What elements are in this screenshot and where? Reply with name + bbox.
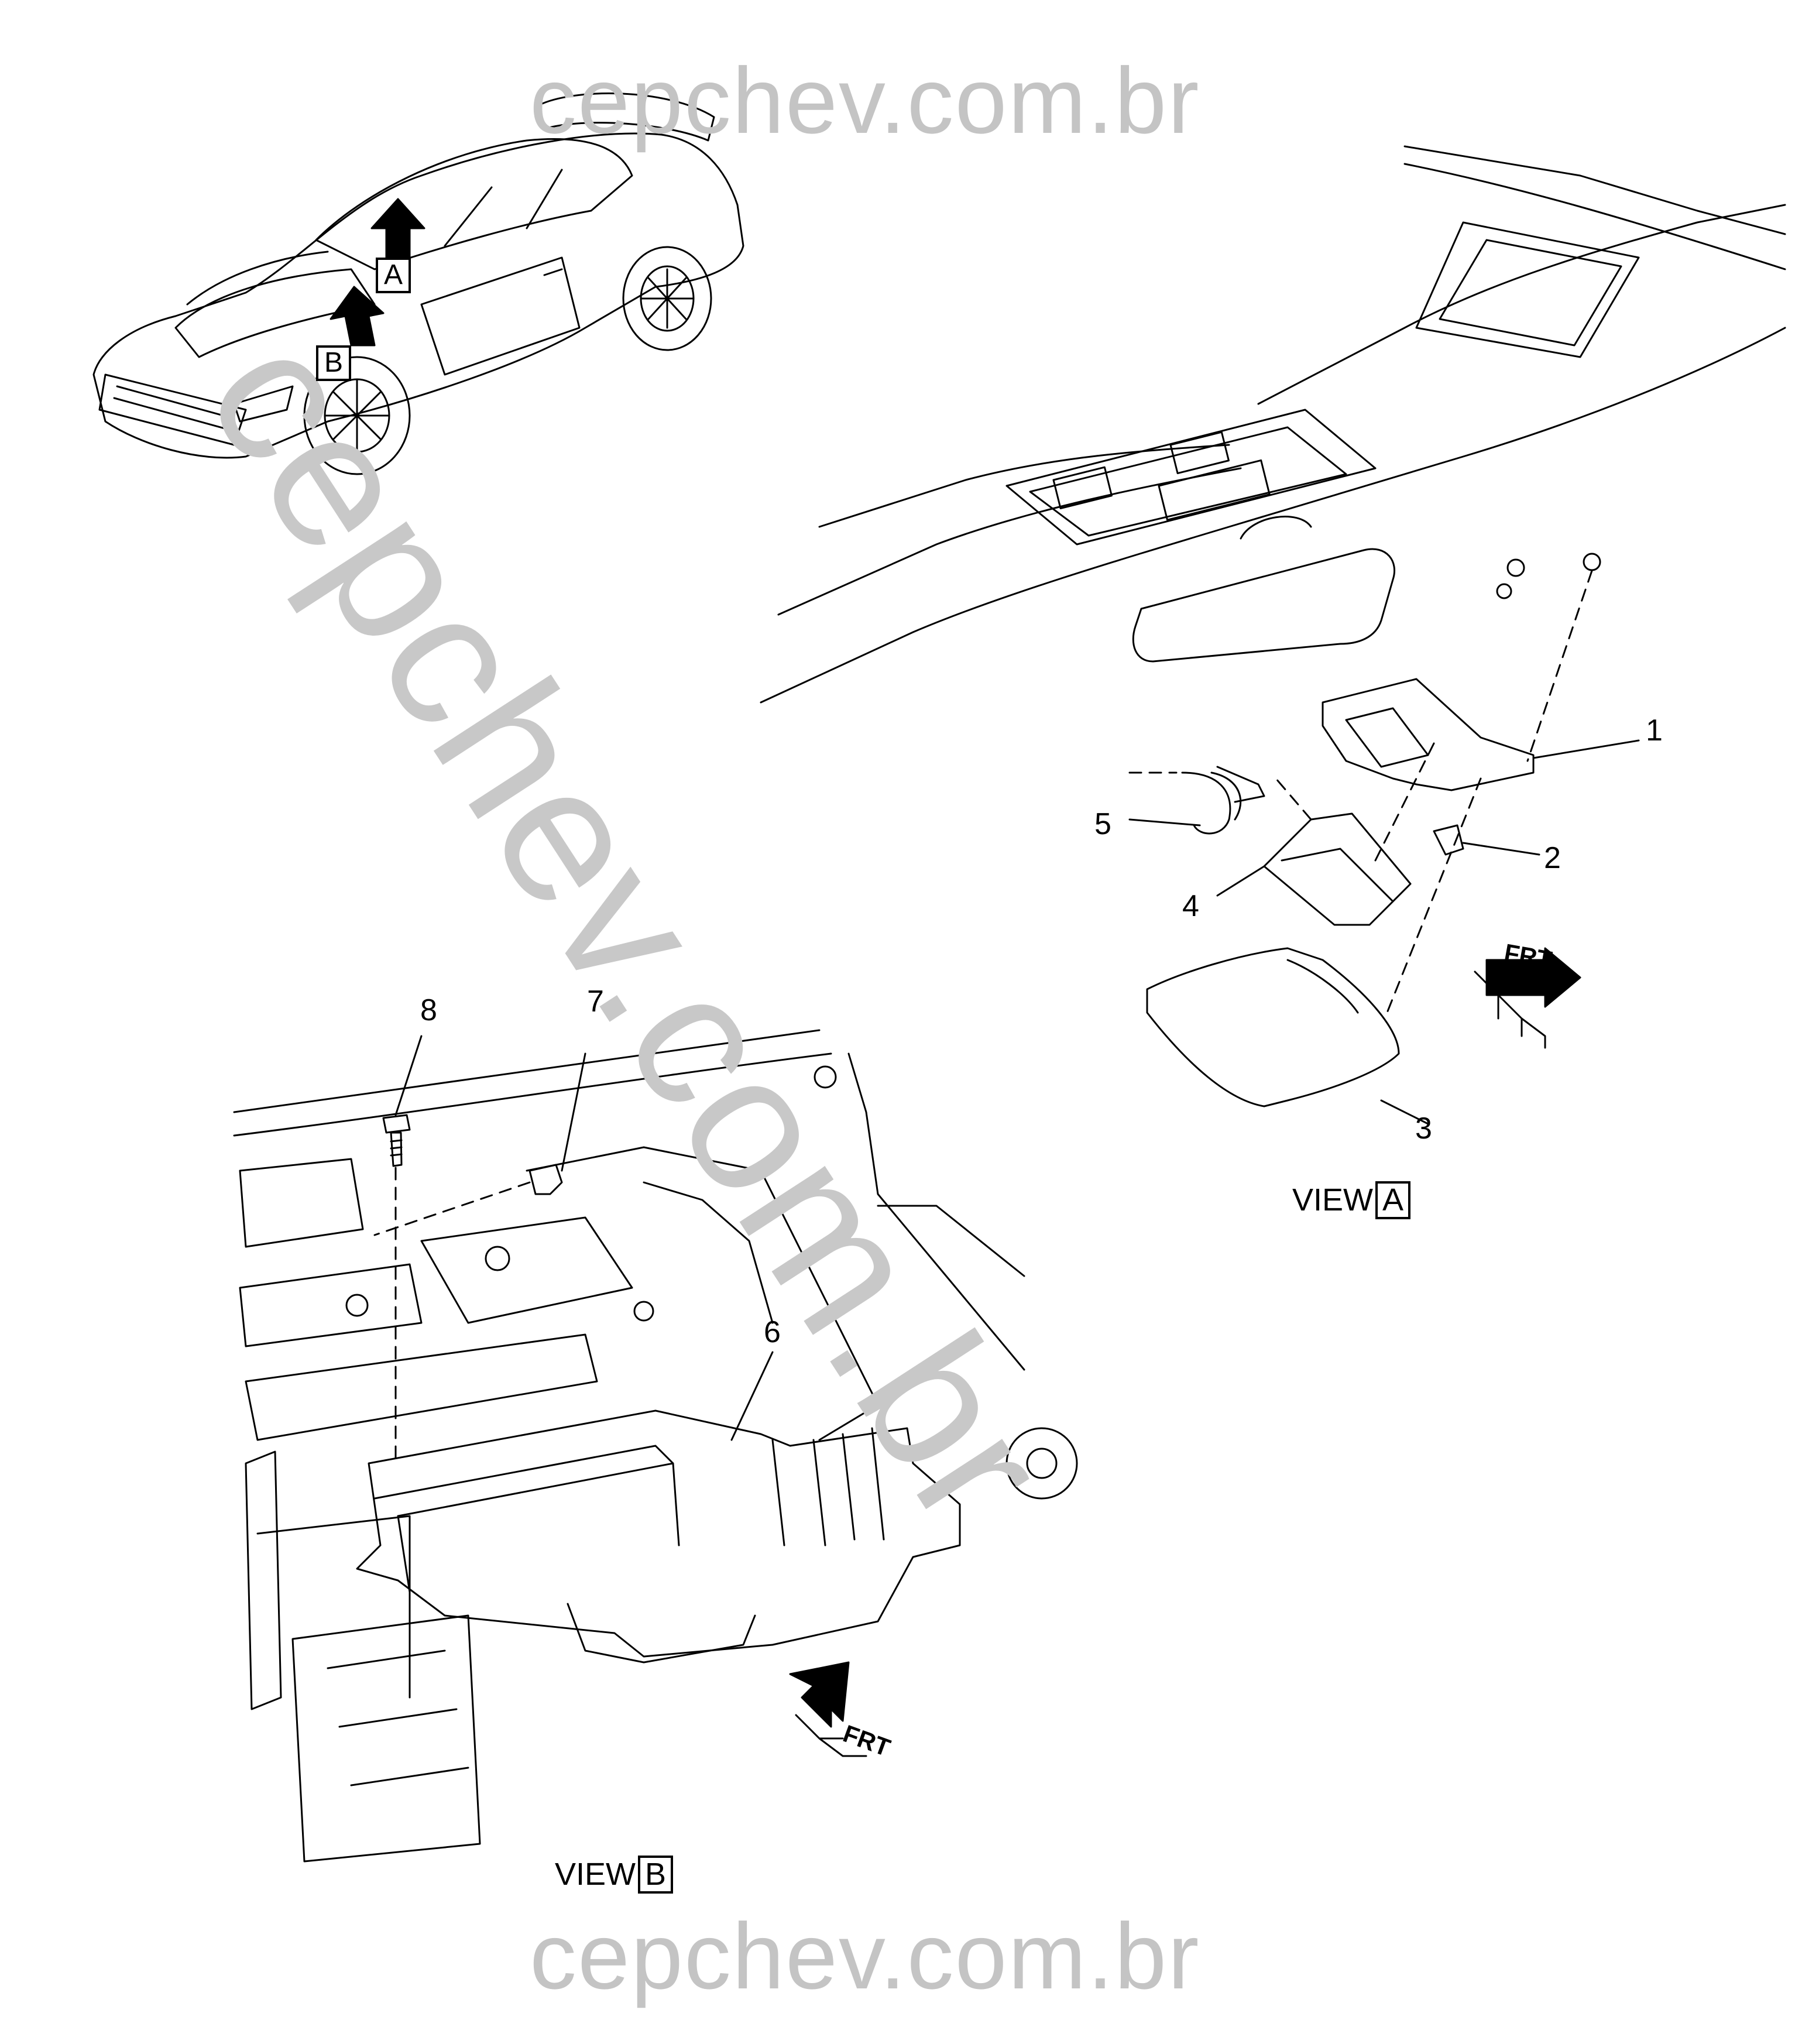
watermark-bottom: cepchev.com.br: [530, 1904, 1200, 2008]
callout-5: 5: [1094, 807, 1111, 841]
frt-arrow-a-icon: [1474, 947, 1581, 1049]
view-a-label: VIEW A: [1292, 1181, 1411, 1219]
callout-6: 6: [764, 1315, 781, 1349]
arrow-a-icon: [370, 198, 425, 259]
frt-arrow-b-icon: [789, 1661, 867, 1757]
part-7-clip: [528, 1164, 563, 1195]
part-3-cover: [1146, 947, 1400, 1107]
view-b-word: VIEW: [555, 1857, 636, 1892]
callout-8: 8: [420, 993, 437, 1027]
view-a-letter: A: [1375, 1181, 1411, 1219]
callout-7: 7: [587, 985, 604, 1018]
part-6-module: [356, 1409, 961, 1658]
view-a-headliner-illustration: [760, 145, 1786, 1125]
part-2-clip: [1433, 824, 1464, 856]
view-b-engine-bay-illustration: [233, 1029, 1078, 1863]
arrow-b-icon: [330, 286, 385, 347]
watermark-top: cepchev.com.br: [530, 48, 1200, 153]
view-b-label: VIEW B: [555, 1856, 674, 1894]
view-a-word: VIEW: [1292, 1182, 1374, 1218]
part-5-harness: [1181, 771, 1242, 835]
callout-1: 1: [1646, 714, 1663, 747]
view-b-letter: B: [638, 1856, 674, 1894]
car-label-b: B: [316, 345, 352, 381]
callout-3: 3: [1415, 1112, 1432, 1146]
car-label-a: A: [376, 258, 411, 293]
vehicle-overview-illustration: [92, 92, 744, 475]
part-4-module: [1263, 812, 1412, 926]
callout-4: 4: [1182, 889, 1199, 923]
part-1-bracket: [1322, 678, 1535, 791]
part-8-bolt: [382, 1114, 411, 1167]
callout-2: 2: [1544, 841, 1561, 875]
